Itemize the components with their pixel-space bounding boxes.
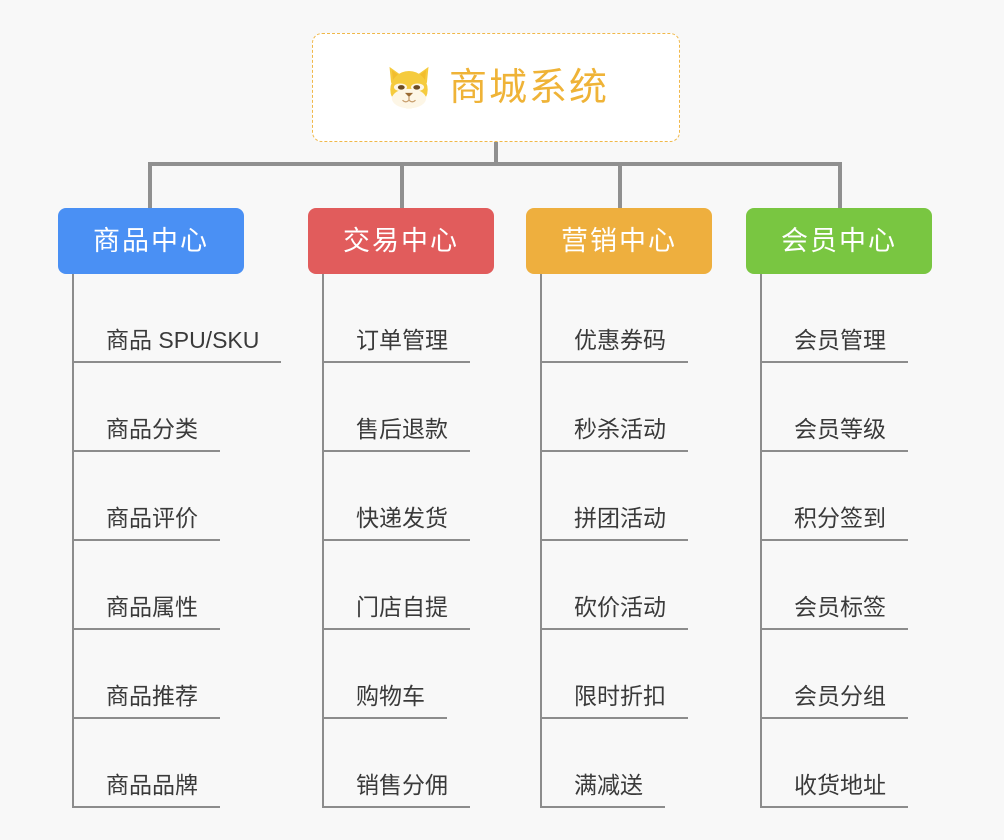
leaf-label: 商品推荐 [74,685,220,719]
leaf-item[interactable]: 会员等级 [762,363,986,452]
leaf-item[interactable]: 会员管理 [762,274,986,363]
leaf-label: 商品品牌 [74,774,220,808]
leaf-item[interactable]: 商品评价 [74,452,308,541]
leaf-label: 积分签到 [762,507,908,541]
leaf-item[interactable]: 会员标签 [762,541,986,630]
leaf-label: 砍价活动 [542,596,688,630]
leaf-list-trade: 订单管理 售后退款 快递发货 门店自提 购物车 销售分佣 [322,274,528,808]
branch-label: 营销中心 [561,225,677,256]
connector-horizontal-bus [148,162,840,166]
leaf-item[interactable]: 商品属性 [74,541,308,630]
leaf-item[interactable]: 商品分类 [74,363,308,452]
leaf-label: 快递发货 [324,507,470,541]
leaf-item[interactable]: 订单管理 [324,274,528,363]
leaf-label: 商品属性 [74,596,220,630]
branch-header-product[interactable]: 商品中心 [58,208,244,274]
root-title: 商城系统 [448,66,609,109]
branch-label: 商品中心 [93,225,209,256]
root-node[interactable]: 商城系统 [312,33,680,142]
leaf-item[interactable]: 满减送 [542,719,748,808]
branch-header-trade[interactable]: 交易中心 [308,208,494,274]
leaf-label: 门店自提 [324,596,470,630]
leaf-item[interactable]: 砍价活动 [542,541,748,630]
leaf-label: 商品分类 [74,418,220,452]
leaf-label: 秒杀活动 [542,418,688,452]
branch-column-marketing: 营销中心 优惠券码 秒杀活动 拼团活动 砍价活动 限时折扣 满减送 [526,208,748,808]
leaf-label: 商品 SPU/SKU [74,329,282,363]
connector-drop-branch-3 [618,162,622,208]
leaf-item[interactable]: 购物车 [324,630,528,719]
leaf-item[interactable]: 商品品牌 [74,719,308,808]
branch-label: 会员中心 [781,225,897,256]
leaf-item[interactable]: 积分签到 [762,452,986,541]
leaf-label: 收货地址 [762,774,908,808]
leaf-label: 会员管理 [762,329,908,363]
leaf-label: 满减送 [542,774,665,808]
connector-root-stem [494,142,498,166]
leaf-item[interactable]: 秒杀活动 [542,363,748,452]
leaf-item[interactable]: 会员分组 [762,630,986,719]
leaf-label: 售后退款 [324,418,470,452]
leaf-item[interactable]: 商品推荐 [74,630,308,719]
connector-drop-branch-4 [838,162,842,208]
leaf-list-marketing: 优惠券码 秒杀活动 拼团活动 砍价活动 限时折扣 满减送 [540,274,748,808]
shiba-dog-icon [389,66,429,110]
branch-header-member[interactable]: 会员中心 [746,208,932,274]
leaf-label: 订单管理 [324,329,470,363]
connector-drop-branch-2 [400,162,404,208]
branch-header-marketing[interactable]: 营销中心 [526,208,712,274]
leaf-list-product: 商品 SPU/SKU 商品分类 商品评价 商品属性 商品推荐 商品品牌 [72,274,308,808]
branch-column-trade: 交易中心 订单管理 售后退款 快递发货 门店自提 购物车 销售分佣 [308,208,528,808]
leaf-item[interactable]: 快递发货 [324,452,528,541]
branch-column-member: 会员中心 会员管理 会员等级 积分签到 会员标签 会员分组 收货地址 [746,208,986,808]
leaf-label: 商品评价 [74,507,220,541]
leaf-label: 会员分组 [762,685,908,719]
connector-drop-branch-1 [148,162,152,208]
leaf-list-member: 会员管理 会员等级 积分签到 会员标签 会员分组 收货地址 [760,274,986,808]
leaf-label: 会员标签 [762,596,908,630]
branch-label: 交易中心 [343,225,459,256]
leaf-item[interactable]: 拼团活动 [542,452,748,541]
leaf-label: 购物车 [324,685,447,719]
leaf-label: 销售分佣 [324,774,470,808]
leaf-label: 会员等级 [762,418,908,452]
leaf-label: 限时折扣 [542,685,688,719]
branch-columns: 商品中心 商品 SPU/SKU 商品分类 商品评价 商品属性 商品推荐 商品品牌… [0,208,1004,840]
leaf-item[interactable]: 商品 SPU/SKU [74,274,308,363]
leaf-item[interactable]: 门店自提 [324,541,528,630]
leaf-label: 拼团活动 [542,507,688,541]
leaf-label: 优惠券码 [542,329,688,363]
leaf-item[interactable]: 售后退款 [324,363,528,452]
leaf-item[interactable]: 收货地址 [762,719,986,808]
leaf-item[interactable]: 销售分佣 [324,719,528,808]
branch-column-product: 商品中心 商品 SPU/SKU 商品分类 商品评价 商品属性 商品推荐 商品品牌 [58,208,308,808]
leaf-item[interactable]: 限时折扣 [542,630,748,719]
leaf-item[interactable]: 优惠券码 [542,274,748,363]
